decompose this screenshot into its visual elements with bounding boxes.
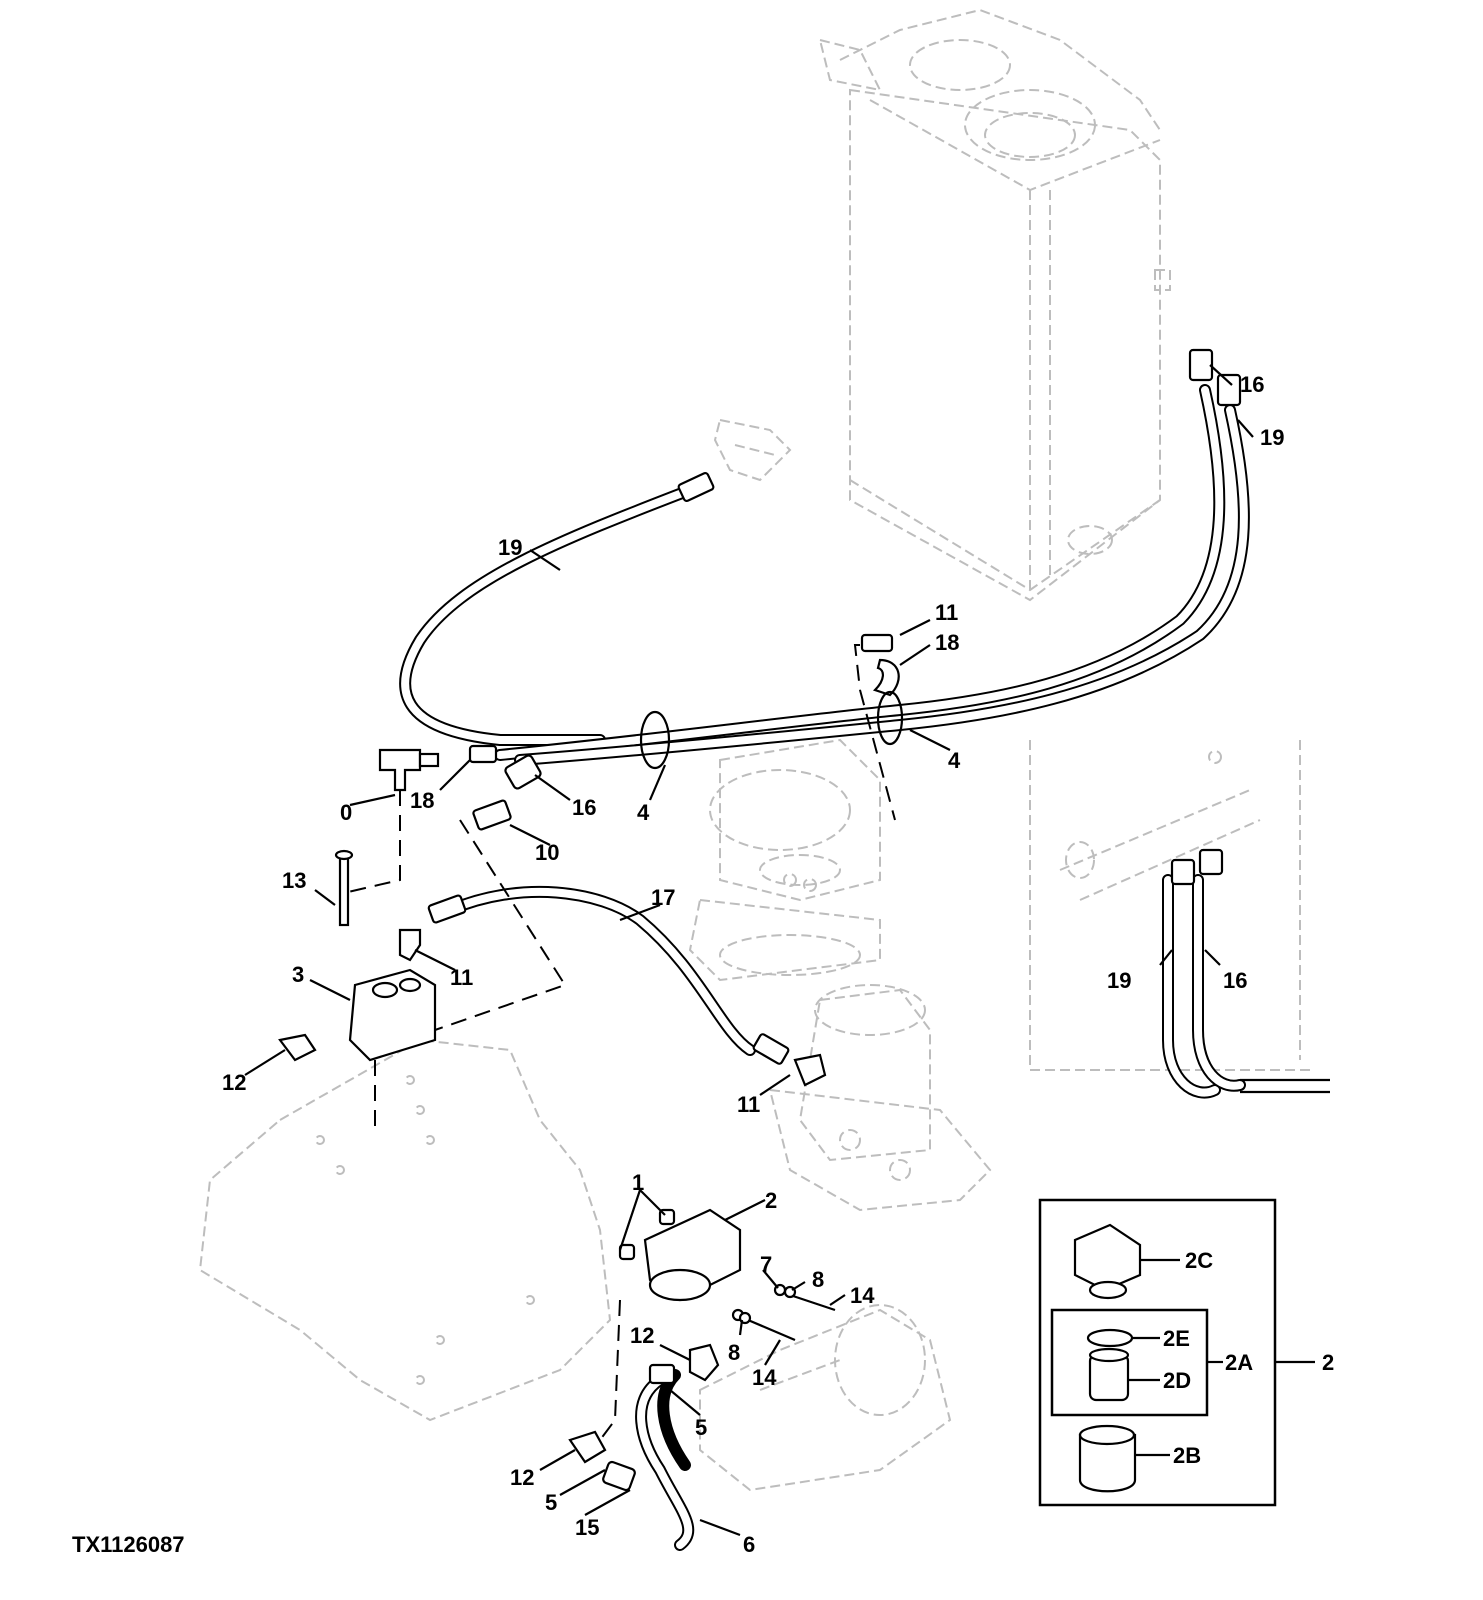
hose-main-run (494, 384, 1250, 766)
callout-15: 15 (575, 1515, 599, 1540)
callout-6: 6 (743, 1532, 755, 1557)
leader-lines (244, 364, 1254, 1537)
callout-4: 4 (948, 748, 961, 773)
callout-18: 18 (935, 630, 959, 655)
callout-17: 17 (651, 885, 675, 910)
callout-0: 0 (340, 800, 352, 825)
callout-12: 12 (630, 1323, 654, 1348)
center-joint-ghost (768, 984, 992, 1212)
callout-7: 7 (760, 1252, 772, 1277)
callout-18: 18 (410, 788, 434, 813)
callout-8: 8 (728, 1340, 740, 1365)
callout-19: 19 (1260, 425, 1284, 450)
callout-12: 12 (510, 1465, 534, 1490)
callout-2: 2 (765, 1188, 777, 1213)
callout-11: 11 (935, 600, 958, 625)
callout-labels: 19 16 19 11 18 4 4 16 10 0 18 13 17 11 3… (222, 372, 1334, 1557)
callout-19: 19 (1107, 968, 1131, 993)
hose-17 (444, 885, 756, 1056)
callout-2: 2 (1322, 1350, 1334, 1375)
callout-14: 14 (752, 1365, 777, 1390)
callout-12: 12 (222, 1070, 246, 1095)
assembly-lines (347, 644, 896, 1441)
callout-4: 4 (637, 800, 650, 825)
detail-box-2 (1038, 1198, 1315, 1507)
swing-motor-ghost (688, 738, 881, 982)
hydraulic-tank-ghost (818, 8, 1171, 602)
callout-11: 11 (737, 1092, 760, 1117)
hose-19-upper (399, 484, 696, 746)
callout-16: 16 (1240, 372, 1264, 397)
callout-2D: 2D (1163, 1368, 1191, 1393)
callout-2C: 2C (1185, 1248, 1213, 1273)
clamp-rings (639, 690, 904, 770)
callout-2E: 2E (1163, 1326, 1190, 1351)
callout-19: 19 (498, 535, 522, 560)
callout-16: 16 (1223, 968, 1247, 993)
inset-hoses (1162, 874, 1330, 1099)
pump-ghost (699, 1304, 952, 1492)
callout-2A: 2A (1225, 1350, 1253, 1375)
callout-11: 11 (450, 965, 473, 990)
figure-reference-id: TX1126087 (72, 1532, 185, 1557)
callout-5: 5 (545, 1490, 557, 1515)
callout-16: 16 (572, 795, 596, 820)
valve-bracket-ghost (713, 418, 792, 482)
callout-13: 13 (282, 868, 306, 893)
callout-1: 1 (632, 1170, 644, 1195)
mounting-plate-ghost (198, 1038, 612, 1422)
fittings (278, 348, 1242, 1492)
inset-detail-ghost (1029, 740, 1310, 1071)
callout-14: 14 (850, 1283, 875, 1308)
callout-8: 8 (812, 1267, 824, 1292)
callout-2B: 2B (1173, 1443, 1201, 1468)
callout-5: 5 (695, 1415, 707, 1440)
callout-3: 3 (292, 962, 304, 987)
callout-10: 10 (535, 840, 559, 865)
